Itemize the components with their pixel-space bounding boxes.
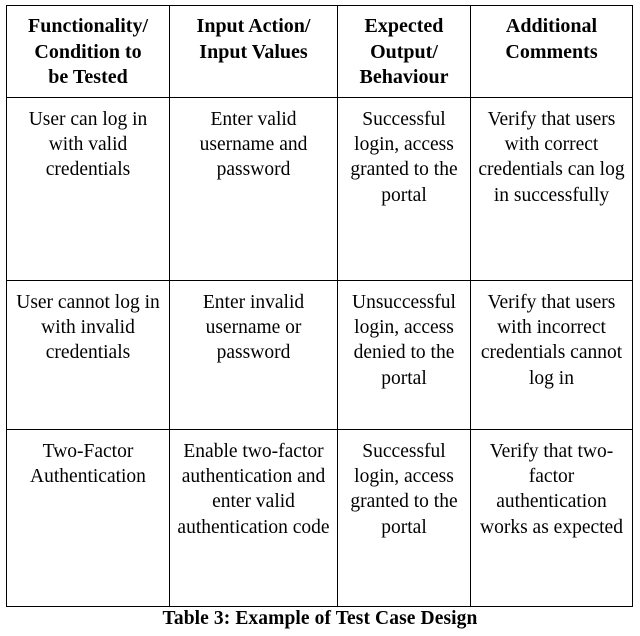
column-header-additional-comments: Additional Comments — [470, 5, 633, 98]
test-case-table-container: Functionality/ Condition to be Tested In… — [6, 5, 633, 607]
cell-expected-output: Unsuccessful login, access denied to the… — [337, 279, 471, 430]
cell-additional-comments: Verify that users with incorrect credent… — [470, 279, 633, 430]
test-case-design-table: Functionality/ Condition to be Tested In… — [6, 5, 633, 607]
header-line: Output/ — [370, 40, 438, 63]
table-row: Two-Factor Authentication Enable two-fac… — [6, 428, 633, 607]
cell-functionality: Two-Factor Authentication — [6, 428, 170, 607]
cell-expected-output: Successful login, access granted to the … — [337, 428, 471, 607]
table-caption: Table 3: Example of Test Case Design — [162, 608, 478, 629]
cell-functionality: User cannot log in with invalid credenti… — [6, 279, 170, 430]
column-header-input-action: Input Action/ Input Values — [169, 5, 338, 98]
cell-input-action: Enter valid username and password — [169, 96, 338, 281]
table-header: Functionality/ Condition to be Tested In… — [6, 5, 633, 98]
header-line: Expected — [364, 15, 444, 37]
header-line: Condition to — [34, 40, 142, 63]
cell-expected-output: Successful login, access granted to the … — [337, 96, 471, 281]
header-line: Comments — [505, 40, 598, 63]
column-header-functionality: Functionality/ Condition to be Tested — [6, 5, 170, 98]
cell-input-action: Enter invalid username or password — [169, 279, 338, 430]
header-line: be Tested — [48, 66, 128, 89]
header-line: Additional — [505, 15, 598, 37]
header-line: Functionality/ — [27, 15, 148, 37]
table-row: User can log in with valid credentials E… — [6, 96, 633, 281]
header-line: Behaviour — [359, 66, 449, 89]
table-row: User cannot log in with invalid credenti… — [6, 279, 633, 430]
cell-input-action: Enable two-factor authentication and ent… — [169, 428, 338, 607]
cell-additional-comments: Verify that two-factor authentication wo… — [470, 428, 633, 607]
table-header-row: Functionality/ Condition to be Tested In… — [6, 5, 633, 98]
header-line: Input Values — [199, 40, 308, 63]
column-header-expected-output: Expected Output/ Behaviour — [337, 5, 471, 98]
cell-additional-comments: Verify that users with correct credentia… — [470, 96, 633, 281]
table-body: User can log in with valid credentials E… — [6, 96, 633, 607]
cell-functionality: User can log in with valid credentials — [6, 96, 170, 281]
header-line: Input Action/ — [196, 15, 311, 37]
